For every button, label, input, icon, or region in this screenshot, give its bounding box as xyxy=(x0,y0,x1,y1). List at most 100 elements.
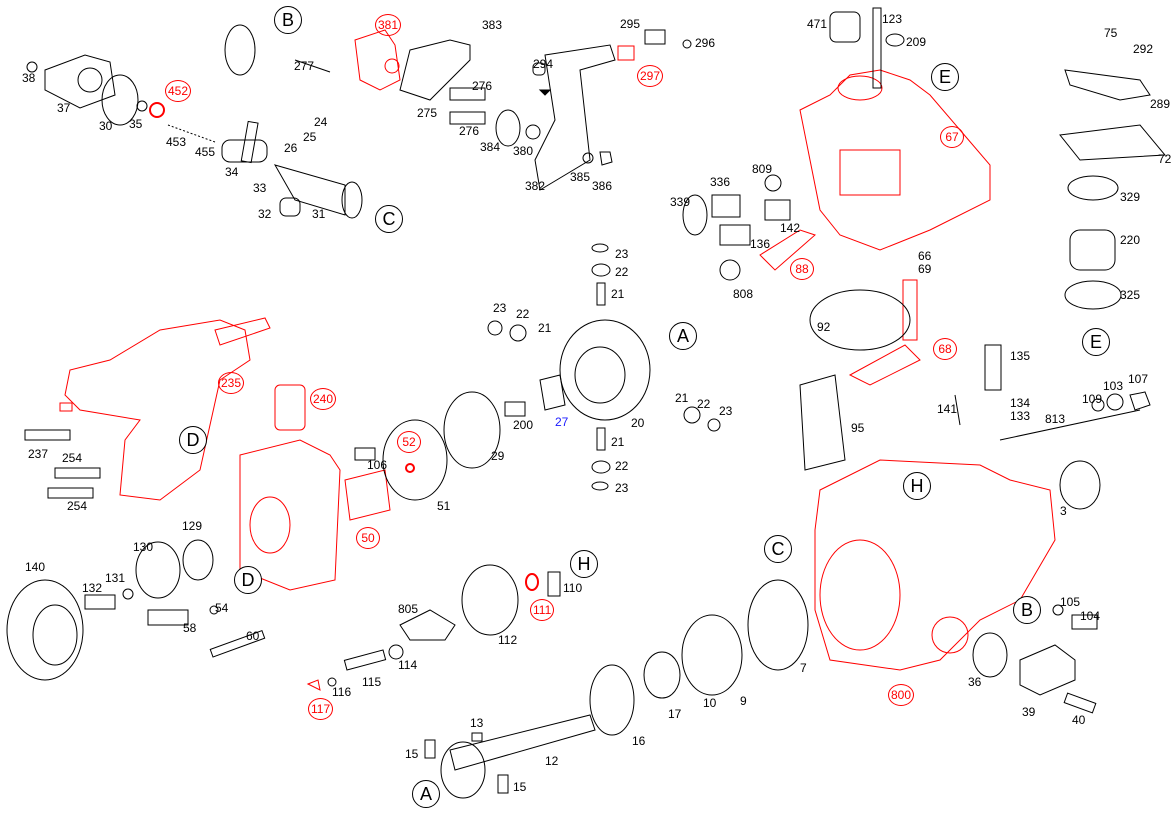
part-number-39[interactable]: 39 xyxy=(1022,705,1036,719)
part-number-133[interactable]: 133 xyxy=(1010,409,1031,423)
part-number-24[interactable]: 24 xyxy=(314,115,328,129)
part-number-220[interactable]: 220 xyxy=(1120,233,1141,247)
part-number-109[interactable]: 109 xyxy=(1082,392,1103,406)
part-number-114[interactable]: 114 xyxy=(398,658,418,672)
reference-marker-e[interactable]: E xyxy=(1082,328,1110,356)
part-number-381[interactable]: 381 xyxy=(375,14,402,36)
part-number-325[interactable]: 325 xyxy=(1120,288,1141,302)
part-number-383[interactable]: 383 xyxy=(482,18,503,32)
part-number-75[interactable]: 75 xyxy=(1104,26,1118,40)
part-number-254[interactable]: 254 xyxy=(67,499,88,513)
part-number-200[interactable]: 200 xyxy=(513,418,534,432)
part-number-12[interactable]: 12 xyxy=(545,754,559,768)
part-number-386[interactable]: 386 xyxy=(592,179,613,193)
part-number-339[interactable]: 339 xyxy=(670,195,691,209)
part-number-54[interactable]: 54 xyxy=(215,601,229,615)
part-number-276[interactable]: 276 xyxy=(472,79,493,93)
part-number-130[interactable]: 130 xyxy=(133,540,154,554)
part-number-27[interactable]: 27 xyxy=(555,415,569,429)
part-number-294[interactable]: 294 xyxy=(533,57,554,71)
part-number-17[interactable]: 17 xyxy=(668,707,682,721)
part-number-809[interactable]: 809 xyxy=(752,162,773,176)
part-number-132[interactable]: 132 xyxy=(82,581,103,595)
part-number-276[interactable]: 276 xyxy=(459,124,480,138)
part-number-296[interactable]: 296 xyxy=(695,36,716,50)
part-number-20[interactable]: 20 xyxy=(631,416,645,430)
part-number-142[interactable]: 142 xyxy=(780,221,801,235)
part-number-104[interactable]: 104 xyxy=(1080,609,1101,623)
part-number-123[interactable]: 123 xyxy=(882,12,903,26)
part-number-40[interactable]: 40 xyxy=(1072,713,1086,727)
part-number-117[interactable]: 117 xyxy=(308,698,334,720)
part-number-289[interactable]: 289 xyxy=(1150,97,1171,111)
part-number-813[interactable]: 813 xyxy=(1045,412,1066,426)
reference-marker-h[interactable]: H xyxy=(570,550,598,578)
part-number-72[interactable]: 72 xyxy=(1158,152,1172,166)
part-number-106[interactable]: 106 xyxy=(367,458,388,472)
part-number-13[interactable]: 13 xyxy=(470,716,484,730)
part-number-58[interactable]: 58 xyxy=(183,621,197,635)
part-number-95[interactable]: 95 xyxy=(851,421,865,435)
part-number-68[interactable]: 68 xyxy=(933,338,957,360)
part-number-382[interactable]: 382 xyxy=(525,179,546,193)
part-number-3[interactable]: 3 xyxy=(1060,504,1067,518)
reference-marker-c[interactable]: C xyxy=(375,205,403,233)
part-number-105[interactable]: 105 xyxy=(1060,595,1081,609)
part-number-15[interactable]: 15 xyxy=(405,747,419,761)
part-number-60[interactable]: 60 xyxy=(246,629,260,643)
part-number-21[interactable]: 21 xyxy=(611,435,625,449)
part-number-384[interactable]: 384 xyxy=(480,140,501,154)
part-number-240[interactable]: 240 xyxy=(310,388,337,410)
part-number-16[interactable]: 16 xyxy=(632,734,646,748)
reference-marker-h[interactable]: H xyxy=(903,472,931,500)
part-number-66[interactable]: 66 xyxy=(918,249,932,263)
part-number-380[interactable]: 380 xyxy=(513,144,534,158)
part-number-805[interactable]: 805 xyxy=(398,602,419,616)
part-number-22[interactable]: 22 xyxy=(615,265,629,279)
part-number-385[interactable]: 385 xyxy=(570,170,591,184)
part-number-110[interactable]: 110 xyxy=(563,581,583,595)
part-number-295[interactable]: 295 xyxy=(620,17,641,31)
part-number-141[interactable]: 141 xyxy=(937,402,958,416)
reference-marker-a[interactable]: A xyxy=(412,780,440,808)
part-number-92[interactable]: 92 xyxy=(817,320,831,334)
part-number-25[interactable]: 25 xyxy=(303,130,317,144)
reference-marker-d[interactable]: D xyxy=(179,426,207,454)
part-number-336[interactable]: 336 xyxy=(710,175,731,189)
part-number-112[interactable]: 112 xyxy=(498,633,518,647)
part-number-26[interactable]: 26 xyxy=(284,141,298,155)
part-number-277[interactable]: 277 xyxy=(294,59,315,73)
part-number-452[interactable]: 452 xyxy=(165,80,192,102)
part-number-38[interactable]: 38 xyxy=(22,71,36,85)
part-number-22[interactable]: 22 xyxy=(516,307,530,321)
part-number-107[interactable]: 107 xyxy=(1128,372,1149,386)
part-number-32[interactable]: 32 xyxy=(258,207,272,221)
part-number-29[interactable]: 29 xyxy=(491,449,505,463)
part-number-51[interactable]: 51 xyxy=(437,499,451,513)
part-number-116[interactable]: 116 xyxy=(332,685,352,699)
part-number-50[interactable]: 50 xyxy=(356,527,380,549)
part-number-275[interactable]: 275 xyxy=(417,106,438,120)
part-number-10[interactable]: 10 xyxy=(703,696,717,710)
part-number-131[interactable]: 131 xyxy=(105,571,126,585)
part-number-21[interactable]: 21 xyxy=(675,391,689,405)
part-number-22[interactable]: 22 xyxy=(615,459,629,473)
reference-marker-a[interactable]: A xyxy=(669,322,697,350)
part-number-140[interactable]: 140 xyxy=(25,560,46,574)
part-number-69[interactable]: 69 xyxy=(918,262,932,276)
part-number-36[interactable]: 36 xyxy=(968,675,982,689)
part-number-111[interactable]: 111 xyxy=(530,599,555,621)
part-number-471[interactable]: 471 xyxy=(807,17,828,31)
part-number-103[interactable]: 103 xyxy=(1103,379,1124,393)
part-number-52[interactable]: 52 xyxy=(397,431,421,453)
part-number-292[interactable]: 292 xyxy=(1133,42,1154,56)
part-number-115[interactable]: 115 xyxy=(362,675,382,689)
reference-marker-e[interactable]: E xyxy=(931,63,959,91)
part-number-35[interactable]: 35 xyxy=(129,117,143,131)
part-number-30[interactable]: 30 xyxy=(99,119,113,133)
part-number-67[interactable]: 67 xyxy=(940,126,964,148)
part-number-136[interactable]: 136 xyxy=(750,237,771,251)
reference-marker-d[interactable]: D xyxy=(234,566,262,594)
part-number-254[interactable]: 254 xyxy=(62,451,83,465)
part-number-33[interactable]: 33 xyxy=(253,181,267,195)
